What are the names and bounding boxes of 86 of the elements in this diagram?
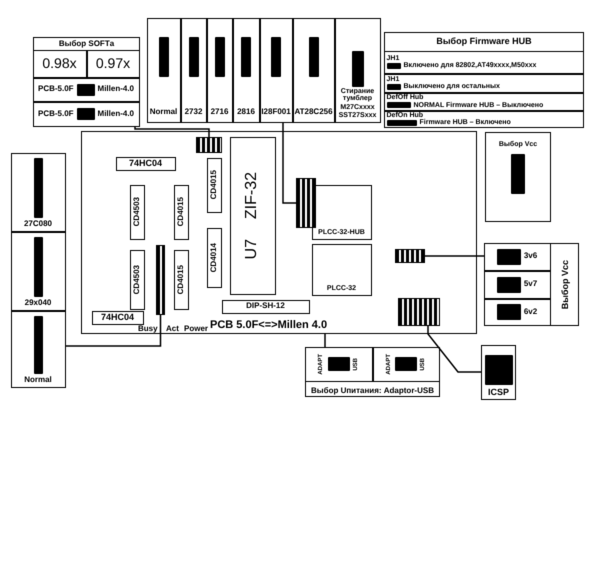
- labeled-panel: [384, 32, 584, 128]
- led-label: Act: [166, 324, 179, 333]
- label-text: 2716: [210, 108, 228, 116]
- label-text: 74HC04: [128, 158, 162, 168]
- labeled-panel: [33, 37, 140, 127]
- label-text: I28F001: [261, 108, 291, 116]
- panel-title: Выбор SOFTа: [58, 40, 114, 48]
- label-text: CD4015: [176, 197, 186, 227]
- label-text: CD4015: [210, 170, 218, 200]
- component-box: [130, 250, 144, 310]
- component-box: [92, 310, 144, 324]
- connector-line: [282, 123, 296, 204]
- panel-title: Выбор Uпитания: Adaptor-USB: [311, 386, 434, 395]
- panel-title: Выбор Vcc: [560, 260, 570, 310]
- component-box: [484, 270, 550, 298]
- component-box: [292, 18, 334, 122]
- component-box: [372, 346, 440, 382]
- component-box: [32, 50, 86, 78]
- connector-line: [134, 127, 210, 137]
- component-box: [180, 18, 206, 122]
- label-text: Normal: [24, 376, 52, 384]
- connector-line: [66, 315, 162, 347]
- component-box: [116, 156, 176, 170]
- jumper-block: [398, 298, 440, 326]
- label-text: 29x040: [24, 299, 52, 308]
- component-box: [10, 232, 66, 310]
- connector-line: [425, 255, 484, 257]
- jumper-block: [394, 248, 424, 262]
- component-box: [206, 228, 222, 288]
- component-box: [312, 244, 372, 296]
- label-text: CD4503: [132, 264, 142, 294]
- label-text: ZIF-32: [244, 172, 261, 219]
- label-text: 2732: [184, 108, 202, 116]
- led-label: Power: [184, 324, 208, 333]
- jumper-block: [296, 178, 316, 228]
- component-box: [484, 242, 550, 270]
- label-text: 27C080: [24, 220, 52, 228]
- label-text: CD4015: [176, 264, 186, 294]
- component-box: [130, 184, 144, 240]
- labeled-panel: [485, 132, 551, 222]
- component-box: [304, 346, 372, 382]
- jumper-block: [156, 244, 164, 314]
- component-box: [206, 18, 232, 122]
- label-text: 2816: [237, 108, 255, 116]
- component-box: [174, 184, 188, 240]
- component-box: [206, 158, 222, 212]
- connector-line: [324, 334, 326, 347]
- labeled-panel: [481, 345, 516, 400]
- board-title: PCB 5.0F<=>Millen 4.0: [210, 320, 328, 332]
- label-text: 3v6: [524, 252, 538, 261]
- component-box: [384, 110, 584, 128]
- label-text: U7: [244, 238, 261, 260]
- label-text: PCB-5.0F: [38, 85, 74, 94]
- label-text: CD4014: [210, 242, 218, 272]
- label-text: Normal: [150, 108, 178, 116]
- component-box: [484, 298, 550, 326]
- component-box: [384, 50, 584, 74]
- value-text: 0.98x: [42, 56, 77, 71]
- component-box: [174, 250, 188, 310]
- label-text: DIP-SH-12: [246, 302, 285, 311]
- panel-title: Выбор Firmware HUB: [436, 37, 532, 46]
- label-text: 5v7: [524, 280, 538, 289]
- jumper-block: [196, 136, 222, 152]
- labeled-panel: [305, 347, 440, 397]
- value-text: 0.97x: [96, 56, 130, 71]
- component-box: [32, 78, 140, 102]
- label-text: AT28C256: [294, 108, 333, 116]
- labeled-panel: [484, 243, 579, 326]
- component-box: [232, 18, 260, 122]
- label-text: ICSP: [488, 388, 509, 397]
- component-box: [86, 50, 140, 78]
- component-box: [384, 92, 584, 110]
- label-text: CD4503: [132, 197, 142, 227]
- component-box: [384, 74, 584, 92]
- label-text: 6v2: [524, 308, 538, 316]
- label-text: Millen-4.0: [98, 85, 134, 94]
- label-text: 74HC04: [100, 312, 134, 322]
- label-text: PCB-5.0F: [38, 110, 74, 118]
- label-text: Millen-4.0: [98, 110, 134, 118]
- led-label: Busy: [138, 324, 158, 333]
- connector-line: [427, 326, 481, 373]
- component-box: [312, 184, 372, 240]
- labeled-panel: [81, 131, 477, 334]
- component-box: [260, 18, 292, 122]
- component-box: [222, 300, 310, 314]
- component-box: [230, 136, 276, 294]
